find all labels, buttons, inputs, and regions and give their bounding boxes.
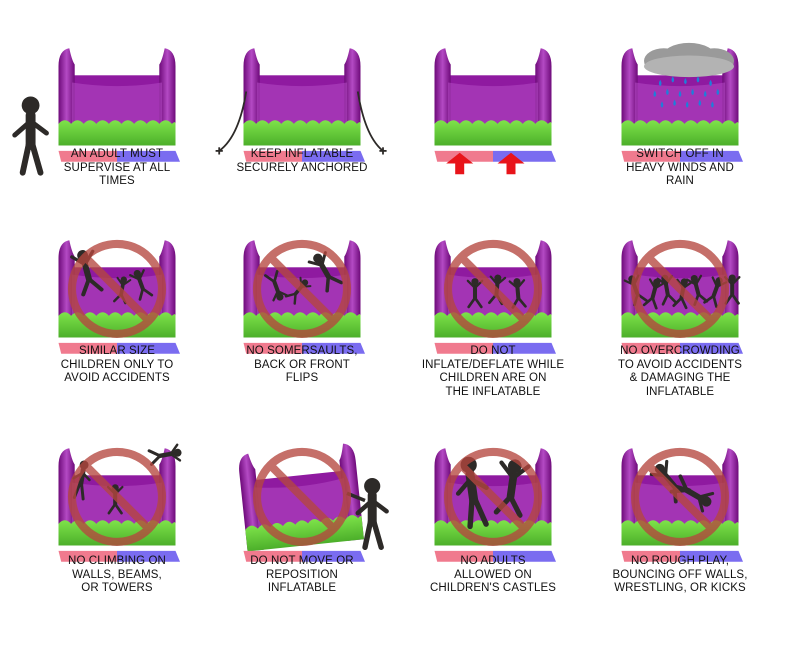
prohibition-sign-icon <box>630 239 730 338</box>
no-inflate-with-children-icon <box>434 239 556 354</box>
bouncy-castle-icon <box>621 48 739 146</box>
rule-caption: DO NOT MOVE OR REPOSITION INFLATABLE <box>250 555 354 594</box>
rule-caption: AN ADULT MUST SUPERVISE AT ALL TIMES <box>63 148 171 187</box>
rule-caption: KEEP INFLATABLE SECURELY ANCHORED <box>236 148 368 174</box>
bouncy-castle-icon <box>434 48 552 146</box>
flipping-children-icon <box>264 251 344 305</box>
no-mixed-sizes-icon <box>58 239 180 354</box>
rule-caption: NO ADULTS ALLOWED ON CHILDREN'S CASTLES <box>429 555 557 594</box>
prohibition-sign-icon <box>252 447 352 546</box>
no-moving-icon <box>239 443 389 562</box>
safety-mat-icon <box>621 550 743 562</box>
prohibition-sign-icon <box>67 239 167 338</box>
rule-caption: NO CLIMBING ON WALLS, BEAMS, OR TOWERS <box>68 555 166 594</box>
safety-mat-icon <box>243 150 365 162</box>
rule-caption: DO NOT INFLATE/DEFLATE WHILE CHILDREN AR… <box>421 345 565 398</box>
prohibition-sign-icon <box>630 447 730 546</box>
safety-mat-icon <box>621 150 743 162</box>
safety-mat-icon <box>58 342 180 354</box>
prohibition-sign-icon <box>443 239 543 338</box>
anchor-rope-icon <box>215 91 387 155</box>
no-overcrowding-icon <box>621 239 743 354</box>
safety-mat-icon <box>243 342 365 354</box>
up-arrow-icon <box>446 152 525 175</box>
rule-caption: NO OVERCROWDING TO AVOID ACCIDENTS & DAM… <box>617 345 743 398</box>
rule-caption: NO ROUGH PLAY, BOUNCING OFF WALLS, WREST… <box>612 555 748 594</box>
raindrops-icon <box>653 76 720 108</box>
anchor-rope-icon <box>215 48 387 162</box>
no-flips-icon <box>243 239 365 354</box>
safety-mat-icon <box>434 550 556 562</box>
safety-mat-icon <box>58 150 180 162</box>
pushing-adult-icon <box>346 478 389 550</box>
safety-mat-icon <box>58 550 180 562</box>
prohibition-sign-icon <box>67 447 167 546</box>
rain-cloud-icon <box>621 42 743 162</box>
no-adults-icon <box>434 447 556 562</box>
supervising-adult-icon <box>12 48 180 176</box>
rain-cloud-icon <box>644 42 734 78</box>
prohibition-sign-icon <box>443 447 543 546</box>
no-rough-play-icon <box>621 447 743 562</box>
prohibition-sign-icon <box>252 239 352 338</box>
rule-caption: SWITCH OFF IN HEAVY WINDS AND RAIN <box>626 148 734 187</box>
bouncy-castle-icon <box>243 48 361 146</box>
no-climbing-icon <box>58 443 182 562</box>
up-arrow-icon <box>434 48 556 175</box>
bouncy-castle-icon <box>58 48 176 146</box>
safety-mat-icon <box>243 550 365 562</box>
safety-mat-icon <box>434 342 556 354</box>
overcrowded-children-icon <box>623 274 741 310</box>
supervising-adult-icon <box>12 96 49 176</box>
rule-caption: SIMILAR SIZE CHILDREN ONLY TO AVOID ACCI… <box>60 345 174 384</box>
safety-mat-icon <box>621 342 743 354</box>
rule-caption: NO SOMERSAULTS, BACK OR FRONT FLIPS <box>246 345 358 384</box>
